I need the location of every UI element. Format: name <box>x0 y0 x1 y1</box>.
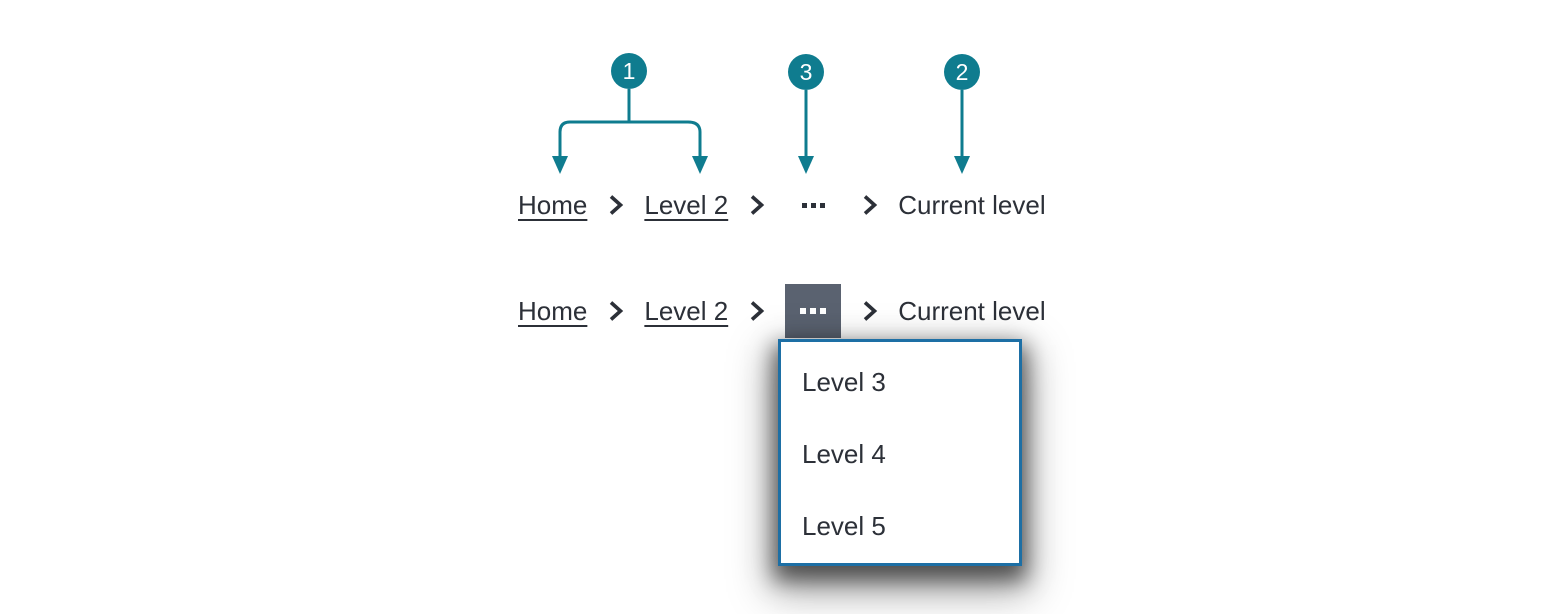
overflow-menu-item-level3[interactable]: Level 3 <box>802 366 886 397</box>
callout-1-bracket-line <box>558 120 702 158</box>
breadcrumb-link-home[interactable]: Home <box>518 189 588 220</box>
callout-3-arrowhead-icon <box>798 156 814 174</box>
callout-2-arrowhead-icon <box>954 156 970 174</box>
chevron-right-icon <box>610 301 624 321</box>
overflow-menu-item-level5[interactable]: Level 5 <box>802 511 886 542</box>
ellipsis-dot-icon <box>819 202 825 208</box>
breadcrumb-overflow-menu: Level 3 Level 4 Level 5 <box>778 339 1022 566</box>
ellipsis-dot-icon <box>810 308 817 314</box>
breadcrumb-expanded: Home Level 2 Current level <box>518 284 1046 338</box>
chevron-right-icon <box>864 195 878 215</box>
breadcrumb-overflow-button[interactable] <box>785 284 842 338</box>
ellipsis-dot-icon <box>810 202 816 208</box>
breadcrumb-current: Current level <box>898 295 1046 326</box>
ellipsis-dot-icon <box>820 308 827 314</box>
breadcrumb-collapsed: Home Level 2 Current level <box>518 188 1046 222</box>
callout-3-badge: 3 <box>788 54 824 90</box>
callout-1-badge: 1 <box>611 53 647 89</box>
breadcrumb-link-level2[interactable]: Level 2 <box>644 189 729 220</box>
chevron-right-icon <box>751 301 765 321</box>
breadcrumb-link-home[interactable]: Home <box>518 295 588 326</box>
chevron-right-icon <box>864 301 878 321</box>
breadcrumb-current: Current level <box>898 189 1046 220</box>
ellipsis-dot-icon <box>800 308 807 314</box>
chevron-right-icon <box>751 195 765 215</box>
callout-1-left-arrowhead-icon <box>552 156 568 174</box>
callout-2-badge: 2 <box>944 54 980 90</box>
chevron-right-icon <box>610 195 624 215</box>
breadcrumb-overflow-ellipsis[interactable] <box>785 202 841 208</box>
breadcrumb-link-level2[interactable]: Level 2 <box>644 295 729 326</box>
ellipsis-dot-icon <box>801 202 807 208</box>
callout-1-right-arrowhead-icon <box>692 156 708 174</box>
overflow-menu-item-level4[interactable]: Level 4 <box>802 438 886 469</box>
